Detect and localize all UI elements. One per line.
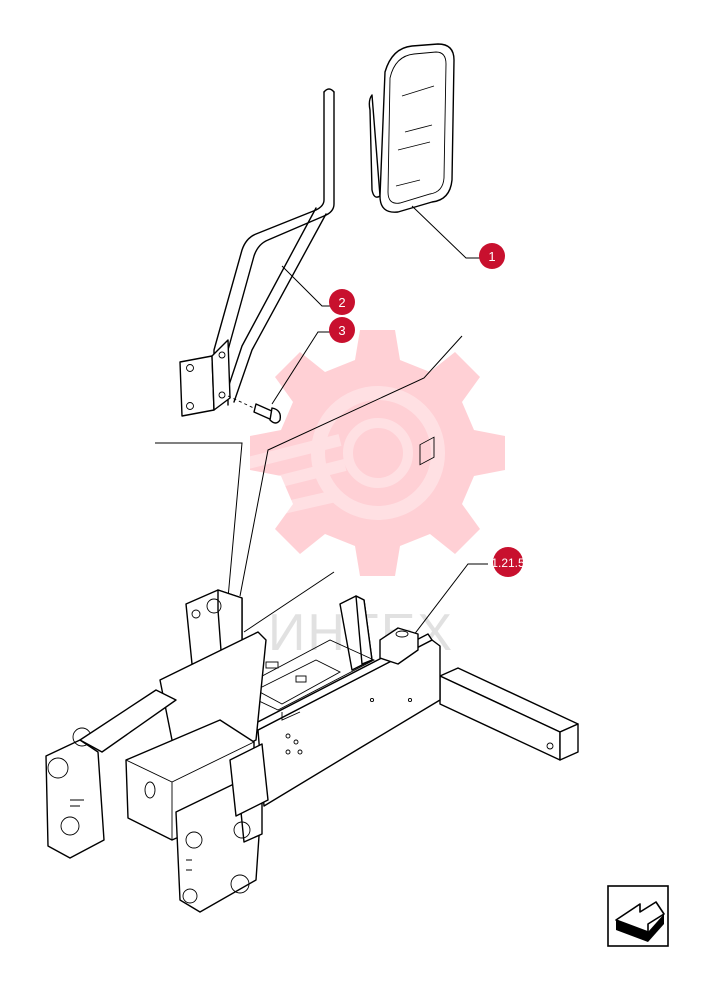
- leader-1: [411, 205, 482, 259]
- callout-ref[interactable]: 1.21.5: [491, 547, 525, 577]
- callout-1[interactable]: 1: [479, 243, 505, 269]
- guide-line-lower: [243, 571, 335, 633]
- leader-3: [271, 331, 330, 405]
- leader-ref: [409, 563, 488, 641]
- svg-text:3: 3: [338, 323, 345, 338]
- mirror-arm: [179, 88, 335, 417]
- arrow-back-icon[interactable]: [607, 885, 669, 947]
- mirror: [368, 43, 455, 213]
- svg-text:2: 2: [338, 295, 345, 310]
- callout-2[interactable]: 2: [329, 289, 355, 315]
- leader-2: [281, 265, 330, 307]
- bolt: [227, 395, 282, 424]
- callout-3[interactable]: 3: [329, 317, 355, 343]
- guide-line-left: [155, 442, 243, 599]
- guide-line-right: [239, 335, 463, 597]
- svg-text:1: 1: [488, 249, 495, 264]
- front-frame: [45, 436, 579, 913]
- watermark-gear-logo: [250, 330, 505, 576]
- svg-text:1.21.5: 1.21.5: [491, 556, 525, 570]
